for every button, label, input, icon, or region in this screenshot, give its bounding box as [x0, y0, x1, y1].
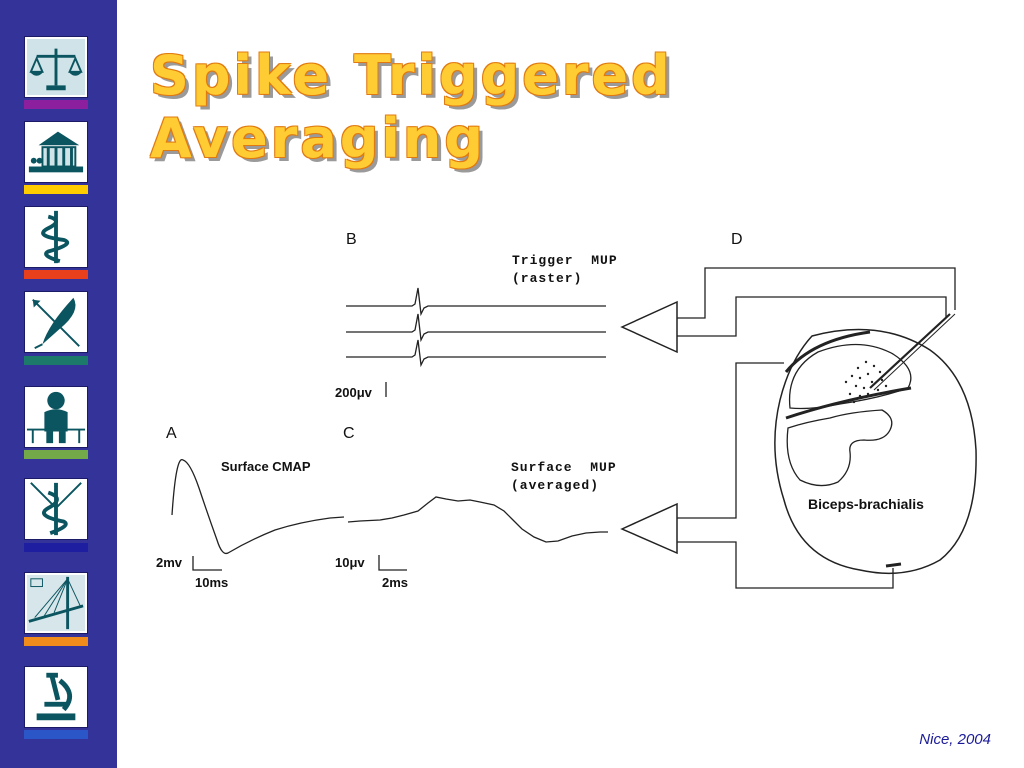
raster-trace — [346, 339, 606, 368]
scale-bar-10uv-2ms — [378, 555, 407, 571]
sidebar-color-bar — [24, 100, 88, 109]
amplifier-triangle-top — [620, 300, 678, 354]
amplifier-triangle-bottom — [620, 502, 678, 555]
sidebar-color-bar — [24, 356, 88, 365]
scale-label-10ms: 10ms — [195, 575, 229, 590]
cmap-trace — [171, 459, 345, 555]
scale-bar-2mv-10ms — [192, 556, 222, 571]
surface-cmap-label: Surface CMAP — [221, 459, 311, 474]
scales-icon — [24, 36, 88, 98]
sidebar-color-bar — [24, 637, 88, 646]
trigger-mup-label: Trigger MUP (raster) — [512, 253, 618, 286]
raster-trace — [346, 313, 606, 343]
caduceus-icon — [24, 206, 88, 268]
sidebar-color-bar — [24, 185, 88, 194]
biceps-brachialis-label: Biceps-brachialis — [808, 496, 924, 512]
fascia-line — [785, 386, 912, 420]
panel-label-d: D — [731, 231, 743, 248]
ground-electrode — [885, 562, 902, 568]
wire — [677, 296, 947, 337]
building-icon — [24, 121, 88, 183]
footer-text: Nice, 2004 — [919, 731, 991, 748]
arm-cross-section — [774, 328, 977, 575]
panel-label-b: B — [346, 231, 357, 248]
sidebar-color-bar — [24, 450, 88, 459]
slide-title: Spike Triggered Averaging — [150, 44, 673, 170]
scale-label-200uv: 200μv — [335, 385, 372, 400]
panel-label-a: A — [166, 425, 177, 442]
scale-label-2mv: 2mv — [156, 555, 183, 570]
scale-label-10uv: 10μv — [335, 555, 365, 570]
microscope-icon — [24, 666, 88, 728]
caduceus-icon — [24, 478, 88, 540]
panel-label-c: C — [343, 425, 355, 442]
scale-label-2ms: 2ms — [382, 575, 409, 590]
motor-unit-dots — [844, 360, 888, 404]
sidebar-color-bar — [24, 270, 88, 279]
quill-icon — [24, 291, 88, 353]
brachialis-muscle — [786, 409, 893, 487]
wire — [677, 267, 956, 319]
needle-electrode — [869, 313, 951, 389]
wire — [677, 541, 894, 589]
sidebar-color-bar — [24, 730, 88, 739]
person-icon — [24, 386, 88, 448]
bridge-icon — [24, 572, 88, 634]
sidebar-color-bar — [24, 543, 88, 552]
wire — [677, 362, 784, 519]
sidebar — [0, 0, 117, 768]
mup-trace — [347, 496, 608, 543]
skin-surface-electrode — [784, 330, 871, 373]
raster-trace — [346, 287, 606, 317]
surface-mup-label: Surface MUP (averaged) — [511, 460, 617, 493]
